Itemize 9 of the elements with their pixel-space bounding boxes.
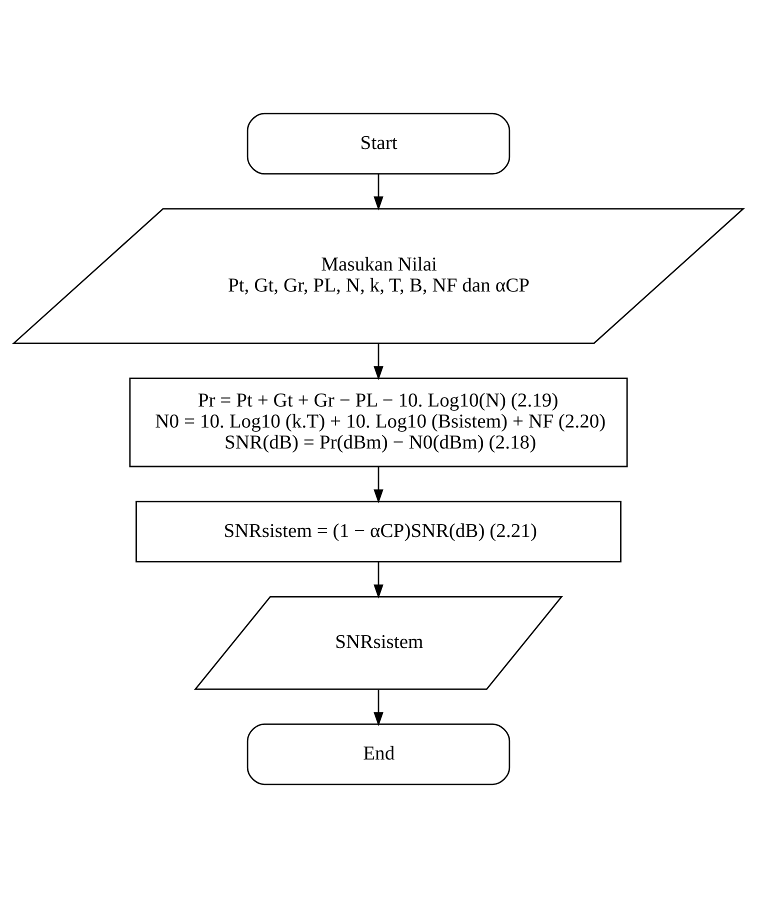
arrow (374, 174, 384, 210)
arrow (374, 467, 384, 504)
arrow (374, 343, 384, 380)
node-box: End (246, 723, 510, 786)
node-box: SNRsistem = (1 − αCP)SNR(dB) (2.21) (136, 500, 622, 562)
arrow (374, 690, 384, 726)
arrow (374, 562, 384, 599)
node-box: Pr = Pt + Gt + Gr − PL − 10. Log10(N) (2.19) N0 = 10. Log10 (k.T) + 10. Log10 (Bsistem) + NF (2.20) SNR(dB) = Pr(dBm) − N0(dBm) (2.18) (129, 378, 628, 468)
node-box: Start (246, 112, 510, 175)
